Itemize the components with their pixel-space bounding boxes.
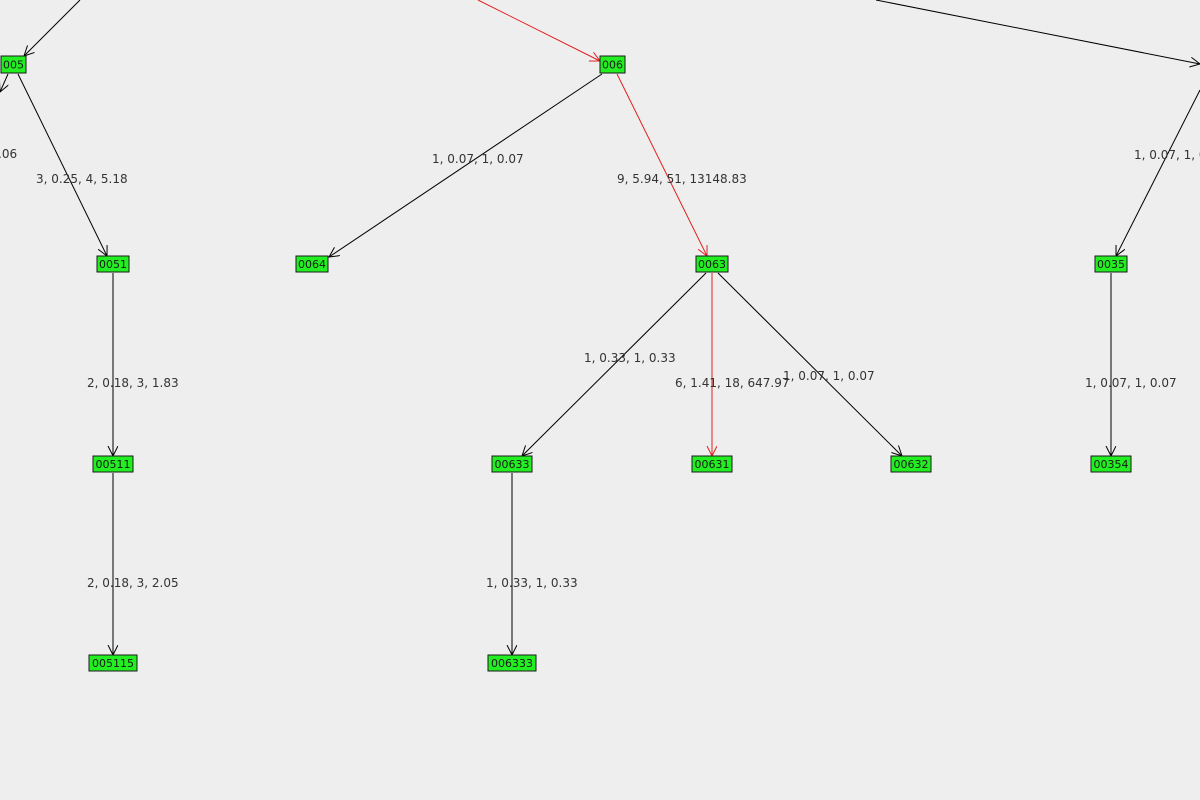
node-label: 00633 <box>495 458 530 471</box>
node-006[interactable]: 006 <box>599 55 626 74</box>
edge-label-right-0035: 1, 0.07, 1, 0. <box>1134 148 1200 162</box>
node-label: 00631 <box>695 458 730 471</box>
edge-006-to-0063 <box>616 73 707 256</box>
edge-top-to-right-node <box>875 0 1200 64</box>
node-00631[interactable]: 00631 <box>691 455 733 473</box>
node-label: 0051 <box>99 258 127 271</box>
node-label: 00632 <box>894 458 929 471</box>
node-label: 00511 <box>96 458 131 471</box>
node-label: 0064 <box>298 258 326 271</box>
node-label: 005115 <box>92 657 134 670</box>
edge-label-00633-006333: 1, 0.33, 1, 0.33 <box>486 576 578 590</box>
node-label: 00354 <box>1094 458 1129 471</box>
edge-label-006-0063: 9, 5.94, 51, 13148.83 <box>617 172 747 186</box>
node-00511[interactable]: 00511 <box>92 455 134 473</box>
node-0035[interactable]: 0035 <box>1094 255 1128 273</box>
edge-006-to-0064 <box>329 73 603 257</box>
edge-label-0035-00354: 1, 0.07, 1, 0.07 <box>1085 376 1177 390</box>
edge-label-0051-00511: 2, 0.18, 3, 1.83 <box>87 376 179 390</box>
node-006333[interactable]: 006333 <box>487 654 537 672</box>
node-00633[interactable]: 00633 <box>491 455 533 473</box>
node-00354[interactable]: 00354 <box>1090 455 1132 473</box>
node-label: 005 <box>3 59 24 72</box>
node-0051[interactable]: 0051 <box>96 255 130 273</box>
node-label: 0035 <box>1097 258 1125 271</box>
edge-label-0063-00633: 1, 0.33, 1, 0.33 <box>584 351 676 365</box>
node-005[interactable]: 005 <box>0 55 27 74</box>
edge-top-to-006 <box>477 0 600 61</box>
edge-label-0063-00632: 1, 0.07, 1, 0.07 <box>783 369 875 383</box>
edge-top-to-005 <box>24 0 81 56</box>
edge-label-005-left: .06 <box>0 147 17 161</box>
edge-0063-to-00633 <box>522 272 707 456</box>
node-label: 0063 <box>698 258 726 271</box>
edge-label-006-0064: 1, 0.07, 1, 0.07 <box>432 152 524 166</box>
node-label: 006 <box>602 59 623 72</box>
node-0063[interactable]: 0063 <box>695 255 729 273</box>
edge-label-00511-005115: 2, 0.18, 3, 2.05 <box>87 576 179 590</box>
edge-label-0063-00631: 6, 1.41, 18, 647.97 <box>675 376 790 390</box>
edge-005-to-left <box>0 73 8 92</box>
node-005115[interactable]: 005115 <box>88 654 138 672</box>
node-0064[interactable]: 0064 <box>295 255 329 273</box>
node-label: 006333 <box>491 657 533 670</box>
edge-0063-to-00632 <box>717 272 902 456</box>
edge-label-005-0051: 3, 0.25, 4, 5.18 <box>36 172 128 186</box>
node-00632[interactable]: 00632 <box>890 455 932 473</box>
edge-right-to-0035 <box>1116 89 1200 256</box>
edge-005-to-0051 <box>17 73 107 256</box>
